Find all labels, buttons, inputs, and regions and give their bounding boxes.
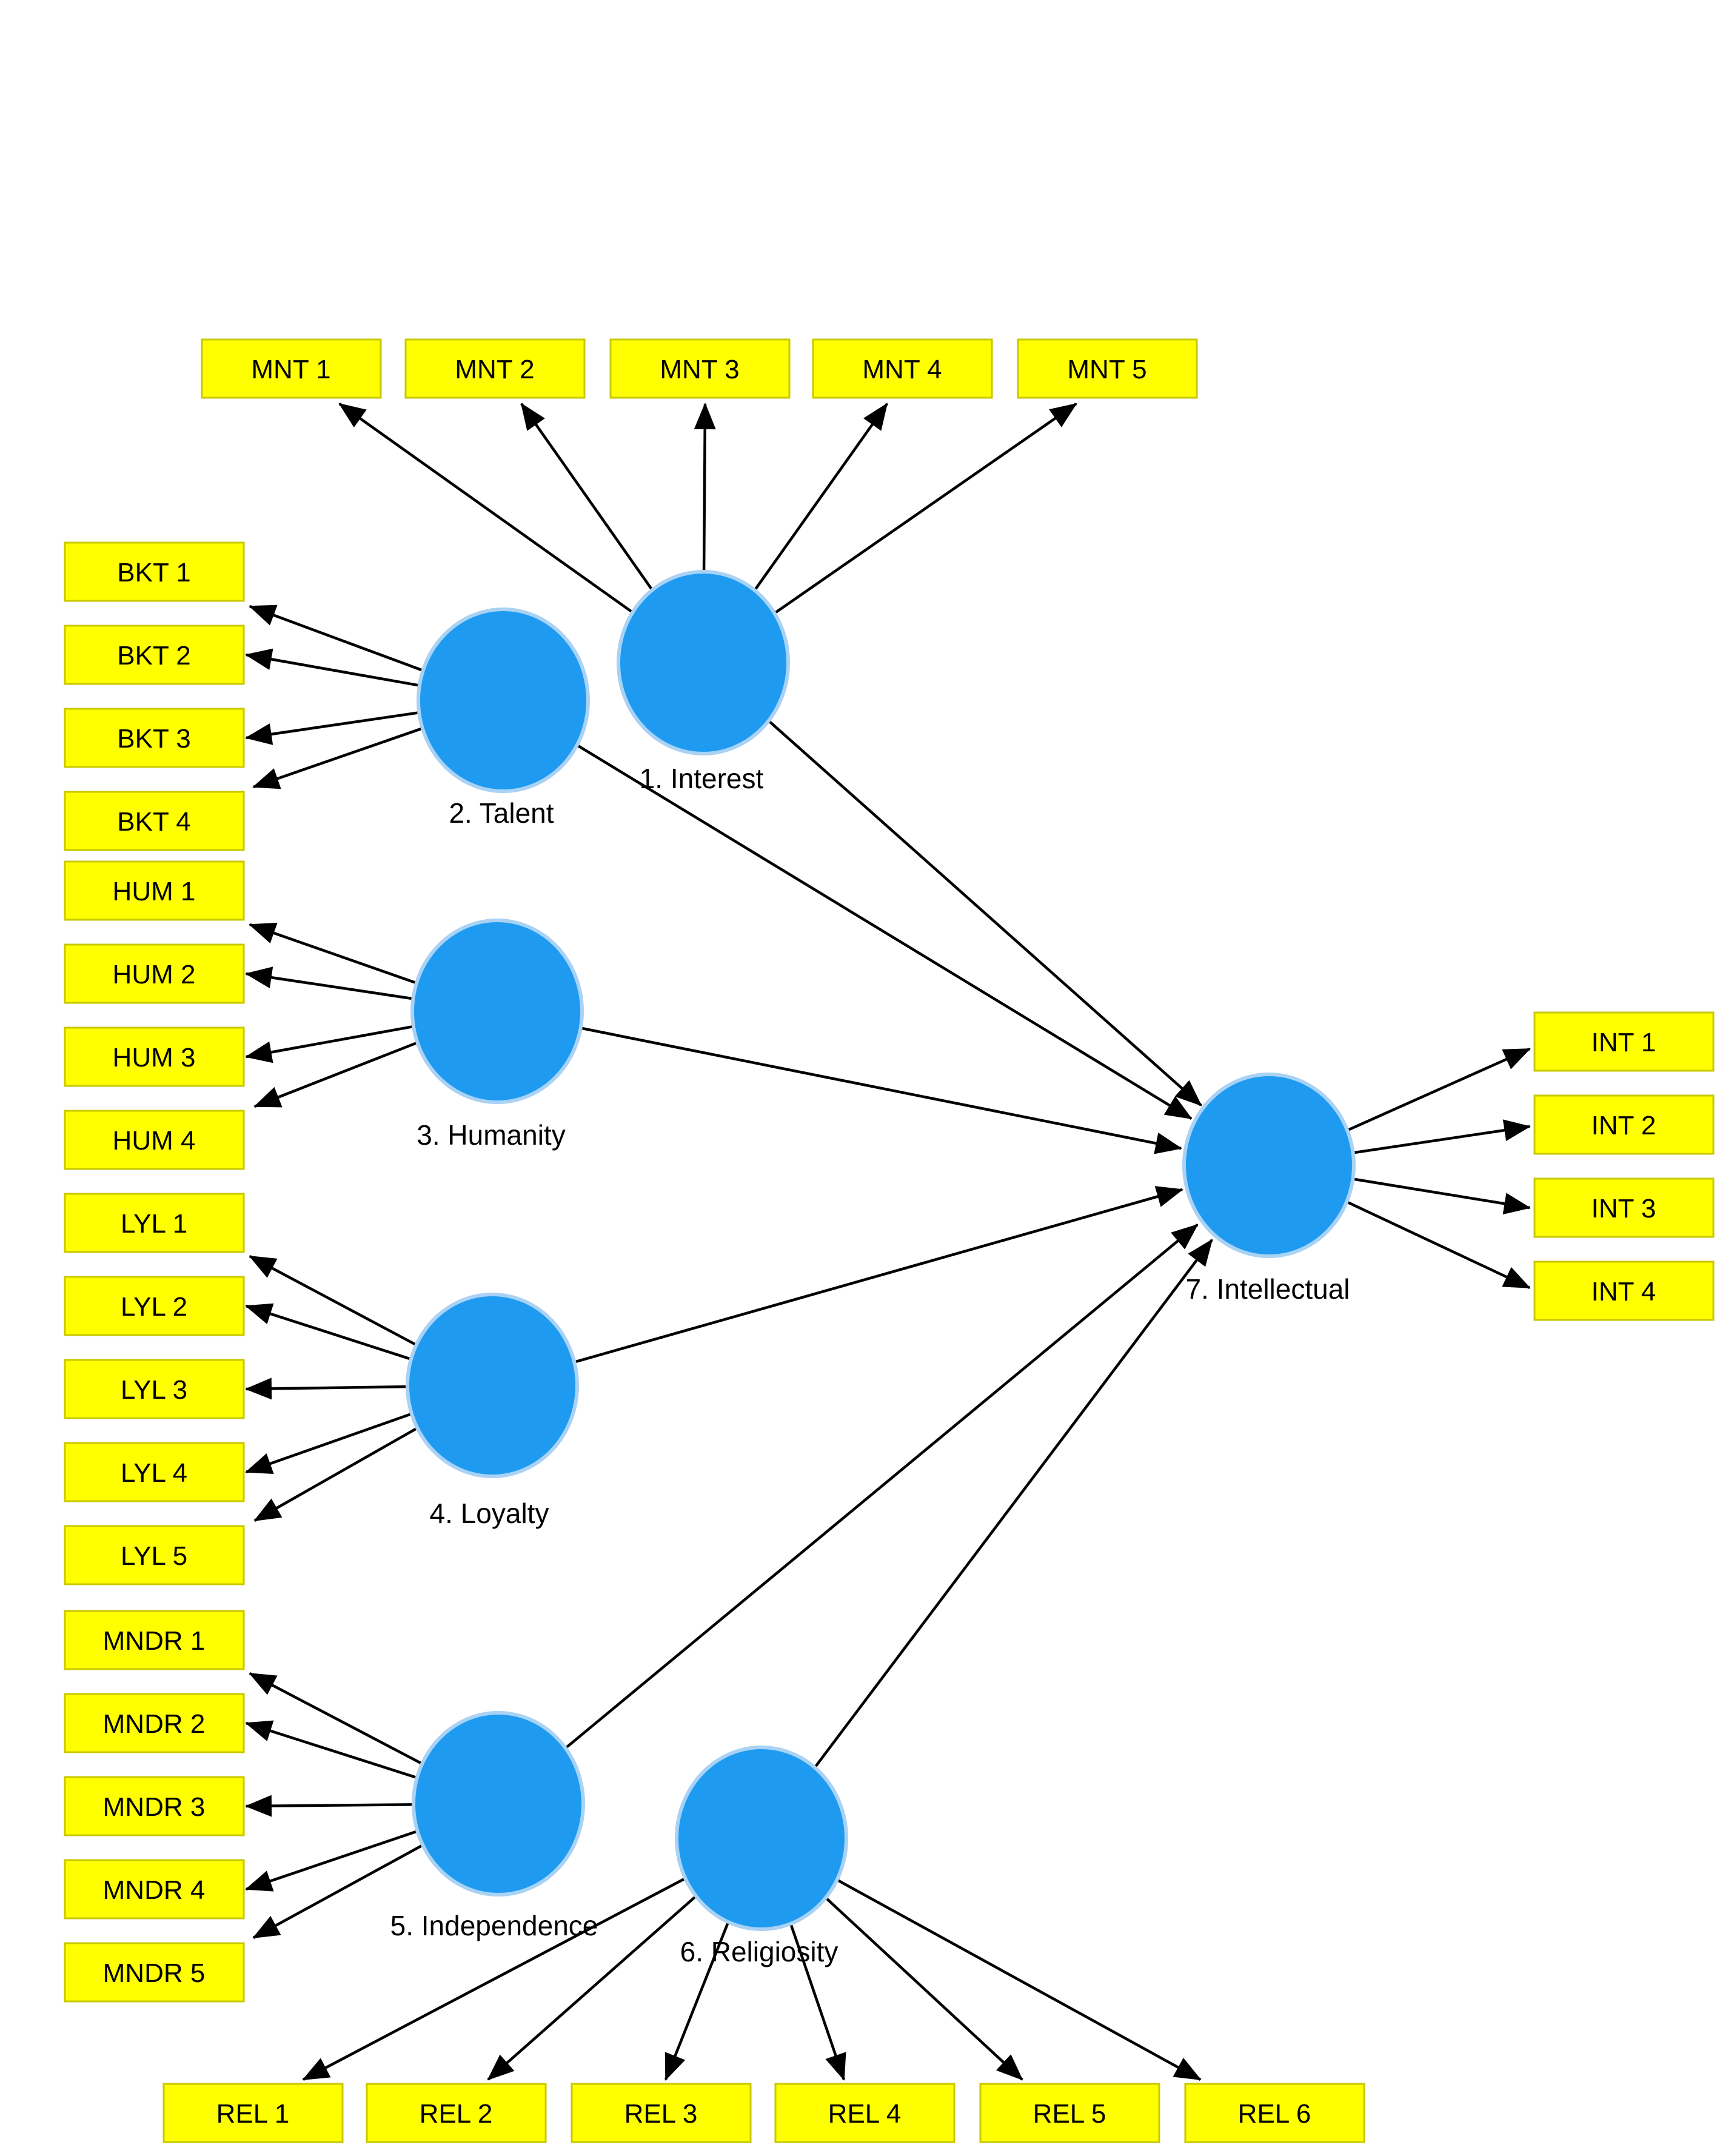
indicator-int-1-label: INT 1 (1591, 1028, 1656, 1057)
path-religiosity-intellectual[interactable] (760, 1239, 1213, 1840)
indicator-rel-4-label: REL 4 (828, 2099, 902, 2129)
indicator-rel-5[interactable] (979, 2083, 1160, 2143)
indicator-mndr-5[interactable] (64, 1942, 245, 2003)
indicator-rel-1-label: REL 1 (216, 2099, 290, 2129)
indicator-bkt-1-label: BKT 1 (117, 558, 190, 588)
construct-intellectual-label: 7. Intellectual (1185, 1273, 1350, 1305)
construct-interest-label: 1. Interest (640, 763, 764, 794)
indicator-mndr-3[interactable] (64, 1776, 245, 1836)
indicator-int-2-label: INT 2 (1591, 1111, 1656, 1140)
indicator-int-3[interactable] (1533, 1177, 1715, 1238)
indicator-bkt-4[interactable] (64, 791, 245, 851)
construct-loyalty-label: 4. Loyalty (430, 1498, 549, 1529)
indicator-mnt-2-label: MNT 2 (455, 355, 534, 384)
indicator-hum-3[interactable] (64, 1026, 245, 1087)
indicator-mndr-2[interactable] (64, 1693, 245, 1753)
path-independence-intellectual[interactable] (497, 1224, 1199, 1805)
indicator-rel-3[interactable] (571, 2083, 752, 2143)
indicator-lyl-3[interactable] (64, 1359, 245, 1419)
indicator-hum-2-label: HUM 2 (113, 960, 196, 989)
indicator-bkt-3[interactable] (64, 708, 245, 768)
indicator-rel-4[interactable] (774, 2083, 956, 2143)
construct-religiosity[interactable] (675, 1746, 848, 1931)
indicator-bkt-1[interactable] (64, 541, 245, 602)
indicator-rel-6-label: REL 6 (1238, 2099, 1311, 2129)
indicator-hum-2[interactable] (64, 943, 245, 1004)
indicator-mnt-2[interactable] (404, 338, 586, 399)
construct-humanity-label: 3. Humanity (417, 1119, 565, 1151)
indicator-mnt-1-label: MNT 1 (251, 355, 330, 384)
indicator-lyl-2-label: LYL 2 (121, 1292, 187, 1322)
indicator-int-3-label: INT 3 (1591, 1194, 1656, 1224)
indicator-hum-4-label: HUM 4 (113, 1126, 196, 1156)
indicator-lyl-3-label: LYL 3 (121, 1375, 187, 1405)
indicator-mndr-2-label: MNDR 2 (103, 1709, 206, 1739)
indicator-mndr-1-label: MNDR 1 (103, 1626, 206, 1656)
indicator-rel-5-label: REL 5 (1033, 2099, 1106, 2129)
indicator-mndr-1[interactable] (64, 1610, 245, 1670)
indicator-hum-1[interactable] (64, 860, 245, 921)
indicator-bkt-2-label: BKT 2 (117, 641, 190, 671)
indicator-int-4[interactable] (1533, 1260, 1715, 1321)
indicator-mndr-5-label: MNDR 5 (103, 1958, 206, 1988)
indicator-mnt-5[interactable] (1017, 338, 1198, 399)
indicator-lyl-4[interactable] (64, 1442, 245, 1502)
indicator-lyl-1-label: LYL 1 (121, 1209, 187, 1239)
indicator-mnt-5-label: MNT 5 (1067, 355, 1146, 384)
construct-intellectual[interactable] (1182, 1073, 1356, 1258)
construct-independence-label: 5. Independence (390, 1910, 598, 1941)
indicator-rel-2[interactable] (366, 2083, 547, 2143)
path-talent-intellectual[interactable] (502, 699, 1193, 1120)
indicator-bkt-3-label: BKT 3 (117, 724, 190, 754)
path-interest-intellectual[interactable] (702, 661, 1202, 1106)
indicator-bkt-2[interactable] (64, 624, 245, 685)
indicator-int-1[interactable] (1533, 1011, 1715, 1072)
indicator-rel-2-label: REL 2 (420, 2099, 493, 2129)
construct-loyalty[interactable] (406, 1293, 579, 1478)
indicator-mndr-3-label: MNDR 3 (103, 1792, 206, 1822)
construct-interest[interactable] (617, 570, 790, 755)
indicator-mnt-3[interactable] (609, 338, 791, 399)
indicator-lyl-5-label: LYL 5 (121, 1541, 187, 1571)
indicator-rel-3-label: REL 3 (624, 2099, 698, 2129)
construct-religiosity-label: 6. Religiosity (680, 1936, 838, 1967)
indicator-lyl-5[interactable] (64, 1525, 245, 1585)
indicator-lyl-2[interactable] (64, 1276, 245, 1336)
indicator-hum-3-label: HUM 3 (113, 1043, 196, 1073)
indicator-int-4-label: INT 4 (1591, 1277, 1656, 1307)
indicator-mndr-4[interactable] (64, 1859, 245, 1920)
construct-talent[interactable] (417, 608, 590, 793)
indicator-bkt-4-label: BKT 4 (117, 807, 190, 837)
construct-humanity[interactable] (410, 919, 584, 1104)
indicator-hum-1-label: HUM 1 (113, 877, 196, 906)
construct-talent-label: 2. Talent (449, 797, 554, 829)
path-humanity-intellectual[interactable] (497, 1009, 1182, 1154)
construct-independence[interactable] (412, 1711, 585, 1897)
indicator-rel-1[interactable] (162, 2083, 344, 2143)
indicator-lyl-1[interactable] (64, 1193, 245, 1253)
indicator-mnt-1[interactable] (201, 338, 382, 399)
indicator-mnt-4-label: MNT 4 (862, 355, 942, 384)
indicator-hum-4[interactable] (64, 1110, 245, 1170)
indicator-mndr-4-label: MNDR 4 (103, 1875, 206, 1905)
indicator-lyl-4-label: LYL 4 (121, 1458, 187, 1488)
path-loyalty-intellectual[interactable] (492, 1186, 1183, 1387)
indicator-int-2[interactable] (1533, 1094, 1715, 1155)
indicator-rel-6[interactable] (1184, 2083, 1365, 2143)
indicator-mnt-3-label: MNT 3 (660, 355, 739, 384)
indicator-mnt-4[interactable] (812, 338, 993, 399)
